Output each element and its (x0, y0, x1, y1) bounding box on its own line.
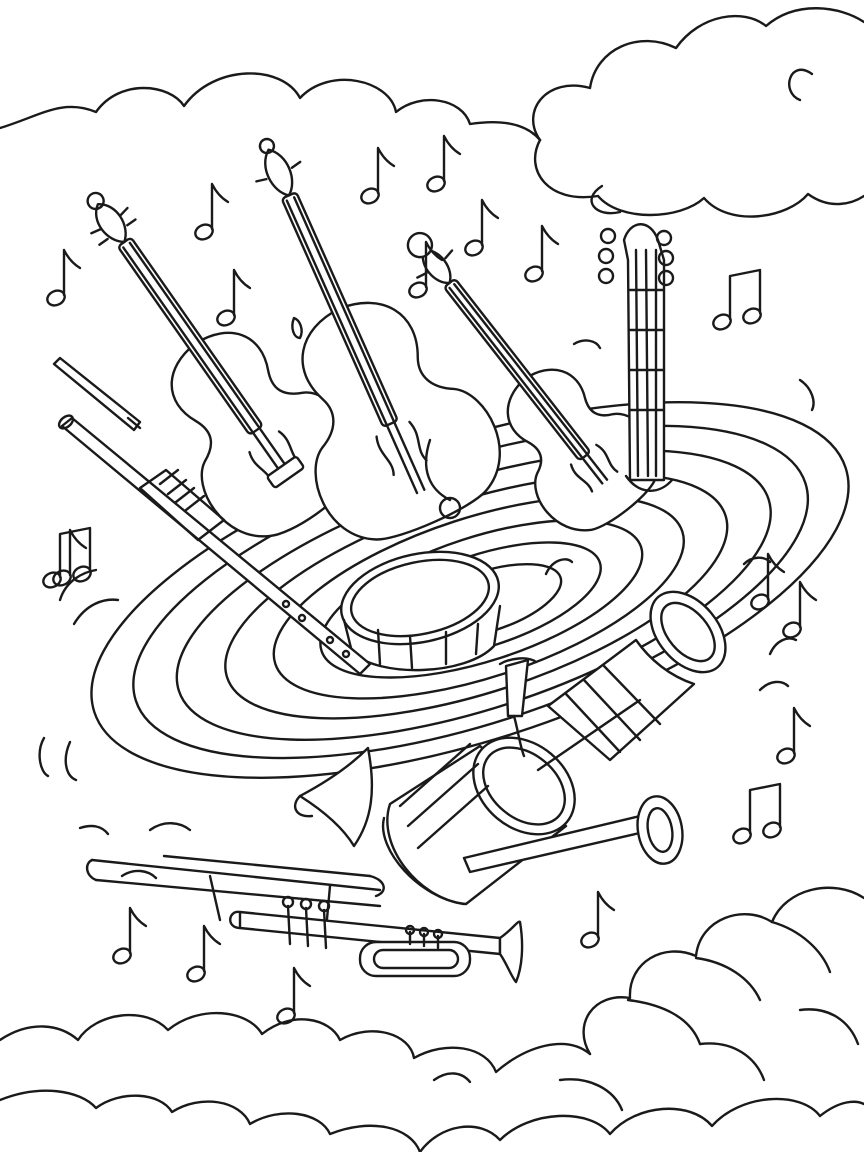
music-note-icon (43, 248, 82, 310)
music-note-icon (461, 198, 500, 260)
beamed-notes-icon (39, 526, 95, 592)
music-note-icon (183, 924, 222, 986)
cello-center (255, 137, 501, 541)
trombone (85, 854, 385, 932)
music-note-icon (273, 966, 312, 1028)
music-note-icon (773, 706, 812, 768)
violin-left (86, 191, 358, 538)
trumpet-bottom (229, 895, 524, 984)
beamed-notes-icon (729, 782, 785, 848)
bow-stick (52, 356, 142, 432)
cloud-top (0, 7, 864, 218)
music-note-icon (109, 906, 148, 968)
music-note-icon (191, 182, 230, 244)
music-note-icon (423, 134, 462, 196)
music-note-icon (357, 146, 396, 208)
beamed-notes-icon (709, 268, 765, 334)
cello-endpin (424, 438, 462, 520)
vortex-splashes (38, 316, 815, 880)
snare-drum (381, 698, 642, 906)
horn-bell-left (293, 746, 374, 848)
center-drum (340, 550, 502, 672)
bass-horn (546, 590, 727, 762)
trumpet-right (462, 795, 684, 874)
music-note-icon (521, 224, 560, 286)
music-note-icon (213, 268, 252, 330)
music-note-icon (577, 890, 616, 952)
music-note-icon (49, 528, 88, 590)
violin-right (406, 231, 660, 532)
guitar-neck (597, 223, 675, 492)
cloud-bottom (0, 886, 864, 1152)
small-horn (498, 657, 538, 758)
clarinet-left (57, 414, 372, 676)
